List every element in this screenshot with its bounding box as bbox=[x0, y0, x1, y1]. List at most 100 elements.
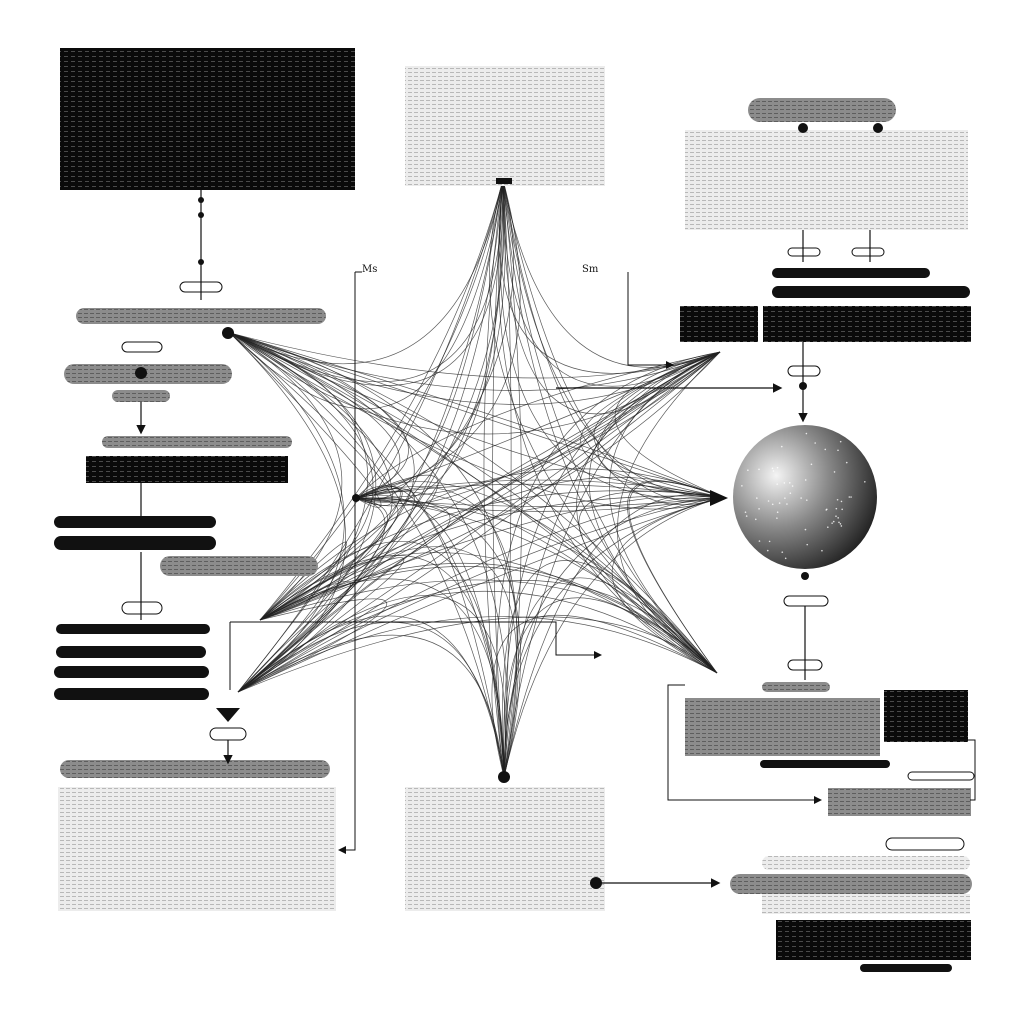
bar-mid bbox=[730, 874, 972, 894]
header-pill-top-right bbox=[748, 98, 896, 122]
funnel-icon bbox=[216, 708, 240, 722]
node-dot bbox=[198, 197, 204, 203]
sphere-speck bbox=[805, 479, 807, 481]
node-dot bbox=[801, 572, 809, 580]
panel-top-left bbox=[60, 48, 355, 190]
sphere-speck bbox=[806, 544, 808, 546]
sphere-speck bbox=[837, 499, 839, 501]
network-link bbox=[238, 622, 504, 777]
panel-bottom-center bbox=[405, 787, 605, 911]
sphere-speck bbox=[777, 467, 779, 469]
sphere-speck bbox=[841, 501, 843, 503]
sphere-speck bbox=[746, 515, 748, 517]
sphere-speck bbox=[836, 508, 838, 510]
sphere-speck bbox=[805, 529, 807, 531]
network-link bbox=[629, 481, 722, 673]
panel-top-right bbox=[685, 130, 968, 230]
sphere-speck bbox=[776, 483, 778, 485]
sphere-speck bbox=[772, 468, 774, 470]
bar-light bbox=[762, 856, 970, 870]
sphere-speck bbox=[841, 509, 843, 511]
sphere-speck bbox=[777, 511, 779, 513]
bar-dark bbox=[56, 646, 206, 658]
sphere-speck bbox=[835, 515, 837, 517]
bar-dark bbox=[54, 516, 216, 528]
sphere-speck bbox=[834, 471, 836, 473]
sphere-speck bbox=[831, 522, 833, 524]
sphere-speck bbox=[745, 511, 747, 513]
node-dot bbox=[135, 367, 147, 379]
sphere-speck bbox=[781, 551, 783, 553]
sphere-speck bbox=[779, 502, 781, 504]
sphere-speck bbox=[840, 523, 842, 525]
connector-cap bbox=[496, 178, 512, 184]
sphere-node-icon bbox=[733, 425, 877, 569]
pill-label bbox=[784, 596, 828, 606]
node-dot bbox=[198, 259, 204, 265]
network-link bbox=[230, 333, 346, 692]
panel-right-mid-dark bbox=[884, 690, 968, 742]
sphere-speck bbox=[784, 497, 786, 499]
bar-left-5 bbox=[160, 556, 318, 576]
network-link bbox=[230, 333, 504, 777]
pill-label bbox=[122, 342, 162, 352]
panel-top-center bbox=[405, 66, 605, 186]
sphere-speck bbox=[806, 499, 808, 501]
node-dot bbox=[198, 212, 204, 218]
sphere-speck bbox=[814, 442, 816, 444]
network-link bbox=[356, 498, 717, 673]
bar-dark bbox=[772, 286, 970, 298]
bar-left-4 bbox=[102, 436, 292, 448]
node-dot bbox=[590, 877, 602, 889]
pill-label bbox=[852, 248, 884, 256]
sphere-speck bbox=[840, 441, 842, 443]
sphere-speck bbox=[747, 469, 749, 471]
pill-label bbox=[908, 772, 974, 780]
sphere-speck bbox=[827, 526, 829, 528]
panel-right-small bbox=[680, 306, 758, 342]
network-link bbox=[356, 180, 520, 498]
pill-label bbox=[210, 728, 246, 740]
bar-dark bbox=[54, 688, 209, 700]
sphere-speck bbox=[784, 482, 786, 484]
network-link bbox=[356, 498, 717, 673]
network-link bbox=[230, 333, 504, 777]
sphere-speck bbox=[781, 446, 783, 448]
node-dot bbox=[873, 123, 883, 133]
label-top-center-right: Sm bbox=[582, 264, 598, 275]
node-dot bbox=[222, 327, 234, 339]
node-dot bbox=[498, 771, 510, 783]
sphere-speck bbox=[768, 500, 770, 502]
panel-left-dark bbox=[86, 456, 288, 483]
sphere-speck bbox=[790, 492, 792, 494]
panel-bottom-right-dark bbox=[776, 920, 971, 960]
sphere-speck bbox=[767, 550, 769, 552]
sphere-speck bbox=[776, 517, 778, 519]
hub-node-icon bbox=[352, 494, 360, 502]
sphere-speck bbox=[824, 449, 826, 451]
bar-left-6 bbox=[60, 760, 330, 778]
sphere-speck bbox=[833, 521, 835, 523]
sphere-speck bbox=[800, 497, 802, 499]
bar-left-2 bbox=[64, 364, 232, 384]
sphere-speck bbox=[789, 482, 791, 484]
pill-label bbox=[122, 602, 162, 614]
sphere-speck bbox=[773, 470, 775, 472]
bar-dark bbox=[54, 536, 216, 550]
bar-dark bbox=[56, 624, 210, 634]
pill-label bbox=[788, 248, 820, 256]
network-link bbox=[581, 352, 722, 497]
sphere-speck bbox=[756, 497, 758, 499]
panel-right-mid bbox=[685, 698, 880, 756]
sphere-speck bbox=[806, 433, 808, 435]
bar-dark bbox=[860, 964, 952, 972]
sphere-speck bbox=[792, 485, 794, 487]
network-link bbox=[356, 480, 722, 498]
label-top-center-left: Ms bbox=[362, 264, 377, 275]
sphere-speck bbox=[864, 481, 866, 483]
sphere-speck bbox=[811, 463, 813, 465]
bar-dark bbox=[772, 268, 930, 278]
sphere-speck bbox=[850, 496, 852, 498]
network-link bbox=[260, 541, 504, 777]
